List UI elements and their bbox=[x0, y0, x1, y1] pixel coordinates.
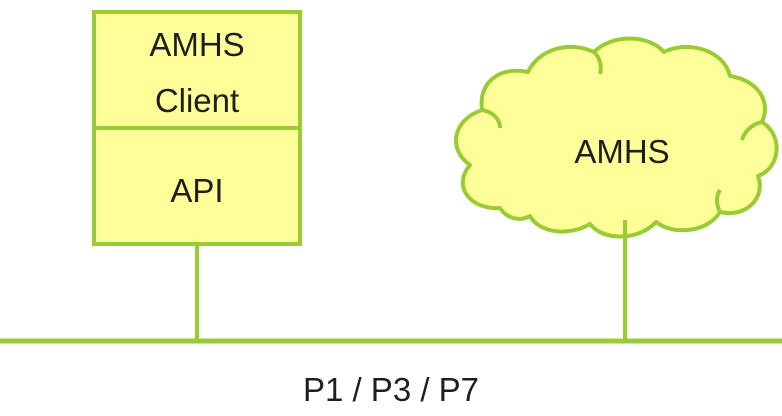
cloud-curl-right bbox=[740, 120, 763, 141]
client-title-line2: Client bbox=[155, 82, 239, 119]
cloud-curl-bottom bbox=[715, 188, 722, 213]
cloud-shape bbox=[454, 36, 779, 239]
amhs-cloud: AMHS bbox=[454, 36, 779, 239]
cloud-label: AMHS bbox=[574, 133, 669, 170]
cloud-curl-left bbox=[481, 108, 502, 129]
amhs-client-stack: AMHS Client API bbox=[92, 10, 302, 246]
client-box-upper bbox=[92, 10, 302, 130]
cloud-curl-top bbox=[592, 50, 603, 75]
client-title-line1: AMHS bbox=[149, 26, 244, 63]
api-label: API bbox=[170, 172, 223, 209]
bus-label: P1 / P3 / P7 bbox=[303, 371, 479, 408]
api-box bbox=[92, 126, 302, 246]
